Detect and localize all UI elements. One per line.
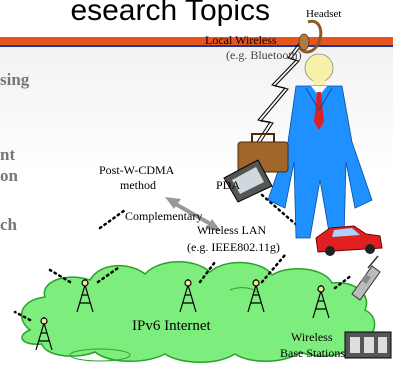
antenna-tower-icon	[35, 317, 53, 351]
antenna-tower-icon	[247, 279, 265, 313]
title-bar-orange	[0, 37, 393, 45]
antenna-tower-icon	[76, 279, 94, 313]
label-pda: PDA	[216, 178, 241, 192]
headset-icon	[298, 19, 323, 54]
radio-links	[13, 193, 354, 322]
label-post-wcdma-1: Post-W-CDMA	[99, 163, 175, 177]
label-base-stations-2: Base Stations	[280, 346, 345, 360]
complementary-arrow	[165, 197, 221, 231]
label-local-wireless-eg: (e.g. Bluetooth)	[226, 51, 302, 62]
label-headset: Headset	[306, 8, 342, 20]
label-complementary: Complementary	[125, 209, 203, 223]
slide-title: esearch Topics	[70, 0, 270, 27]
antenna-tower-icon	[312, 285, 330, 319]
label-post-wcdma-2: method	[120, 178, 156, 192]
title-bar-blue	[0, 45, 393, 47]
label-wireless-lan-1: Wireless LAN	[197, 223, 267, 237]
label-wireless-lan-2: (e.g. IEEE802.11g)	[187, 240, 280, 254]
left-text-fragment-1: sing	[0, 70, 30, 89]
left-text-fragment-2: nt	[0, 145, 16, 164]
wireless-zigzag	[254, 41, 304, 147]
label-local-wireless: Local Wireless	[205, 33, 277, 47]
car-icon	[315, 225, 383, 256]
label-base-stations-1: Wireless	[291, 330, 333, 344]
ipv6-internet-cloud	[20, 261, 376, 363]
antenna-tower-icon	[179, 279, 197, 313]
left-text-fragment-3: on	[0, 166, 18, 185]
mobile-phone-icon	[351, 255, 381, 301]
pda-icon	[223, 133, 289, 203]
left-text-fragment-4: ch	[0, 215, 17, 234]
base-station-icon	[344, 331, 392, 359]
person-icon	[267, 53, 373, 239]
label-ipv6-internet: IPv6 Internet	[132, 318, 211, 334]
